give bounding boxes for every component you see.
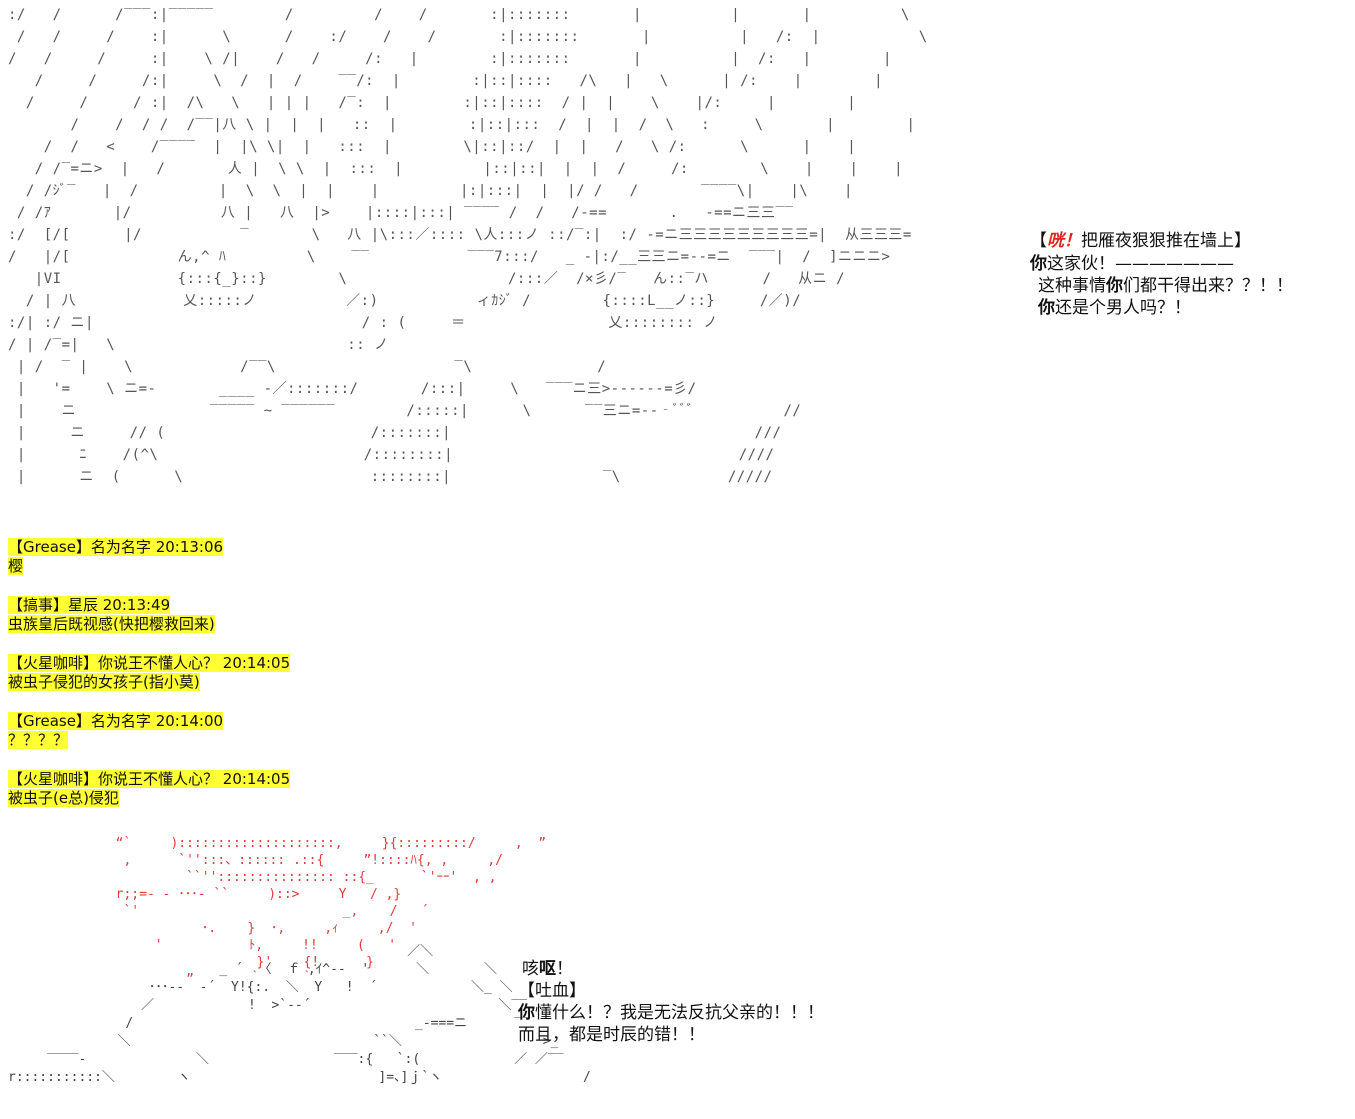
- speech-cough: 咳呕！: [522, 958, 573, 980]
- speech-line-1-text: 这家伙！———————: [1047, 254, 1234, 274]
- chat-body: 被虫子侵犯的女孩子(指小莫): [8, 673, 200, 691]
- chat-body: 虫族皇后既视感(快把樱救回来): [8, 615, 215, 633]
- speech-action: 【吐血】: [518, 981, 586, 1001]
- chat-header: 【火星咖啡】你说王不懂人心？ 20:14:05: [8, 770, 291, 788]
- chat-message: 【Grease】名为名字 20:14:00 ？？？？: [8, 712, 290, 750]
- chat-message: 【搞事】星辰 20:13:49 虫族皇后既视感(快把樱救回来): [8, 596, 290, 634]
- chat-body: ？？？？: [8, 731, 69, 749]
- chat-body: 被虫子(e总)侵犯: [8, 789, 119, 807]
- speech-line-1-emph: 你: [1030, 254, 1047, 274]
- speech-understand-text: 懂什么！？我是无法反抗父亲的！！！: [535, 1003, 824, 1023]
- chat-log: 【Grease】名为名字 20:13:06 樱 【搞事】星辰 20:13:49 …: [8, 538, 291, 828]
- chat-body: 樱: [8, 557, 24, 575]
- ascii-art-blood-splatter: “` )::::::::::::::::::::, }{:::::::::/ ,…: [115, 836, 547, 987]
- speech-understand-emph: 你: [518, 1003, 535, 1023]
- speech-line-understand: 你懂什么！？我是无法反抗父亲的！！！: [518, 1002, 824, 1024]
- chat-header: 【搞事】星辰 20:13:49: [8, 596, 171, 614]
- chat-header: 【Grease】名为名字 20:13:06: [8, 538, 224, 556]
- speech-line-2-emph: 你: [1106, 276, 1123, 296]
- chat-message: 【火星咖啡】你说王不懂人心？ 20:14:05 被虫子(e总)侵犯: [8, 770, 291, 808]
- chat-header: 【火星咖啡】你说王不懂人心？ 20:14:05: [8, 654, 291, 672]
- speech-cough-emph: 呕: [539, 959, 556, 979]
- chat-message: 【Grease】名为名字 20:13:06 樱: [8, 538, 290, 576]
- speech-line-3: 你还是个男人吗？！: [1038, 297, 1191, 319]
- speech-line-1: 你这家伙！———————: [1030, 253, 1234, 275]
- ascii-art-bottom-scene: ／＼ _ ´ 〈 ｆ ,ｲ^-‐ ' ＼ ＼ ･･･‐‐ -´ Y!{:. ＼ …: [8, 944, 591, 1085]
- speech-line-3-text: 还是个男人吗？！: [1055, 298, 1191, 318]
- chat-header: 【Grease】名为名字 20:14:00: [8, 712, 224, 730]
- speech-shout: 【咣！把雁夜狠狠推在墙上】: [1030, 230, 1251, 252]
- speech-line-2-pre: 这种事情: [1038, 276, 1106, 296]
- speech-line-2: 这种事情你们都干得出来？？！！: [1038, 275, 1293, 297]
- shout-action: 把雁夜狠狠推在墙上】: [1081, 231, 1251, 251]
- speech-line-2-text: 们都干得出来？？！！: [1123, 276, 1293, 296]
- speech-cough-end: ！: [556, 959, 573, 979]
- speech-line-3-emph: 你: [1038, 298, 1055, 318]
- shout-prefix: 【: [1030, 231, 1047, 251]
- speech-line-blame: 而且，都是时辰的错！！: [518, 1025, 705, 1045]
- ascii-art-top-scene: :/ / /‾‾‾:|‾‾‾‾‾ / / / :|::::::: | | | \…: [8, 7, 928, 485]
- chat-message: 【火星咖啡】你说王不懂人心？ 20:14:05 被虫子侵犯的女孩子(指小莫): [8, 654, 291, 692]
- shout-sfx: 咣！: [1047, 231, 1081, 251]
- speech-cough-pre: 咳: [522, 959, 539, 979]
